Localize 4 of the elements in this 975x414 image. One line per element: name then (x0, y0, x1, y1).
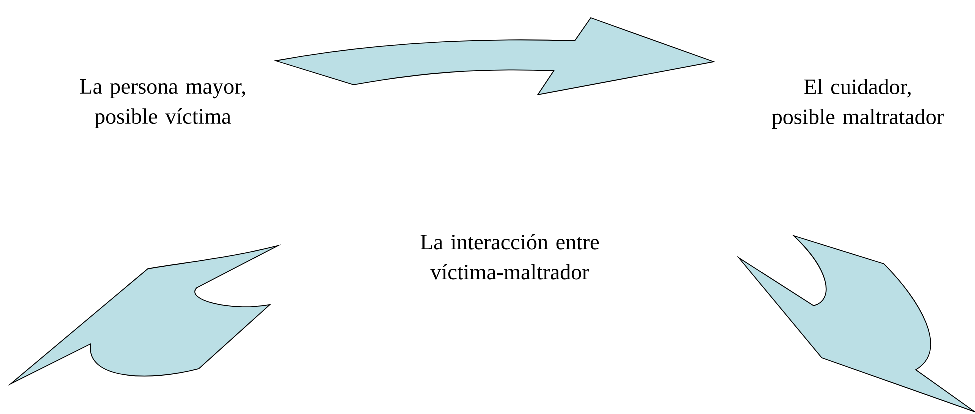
block-arrow (276, 18, 714, 96)
label-text: La interacción entre víctima-maltrador (420, 234, 600, 280)
label-text: La persona mayor, posible víctima (80, 79, 246, 129)
label-text: El cuidador, posible maltratador (772, 79, 944, 129)
